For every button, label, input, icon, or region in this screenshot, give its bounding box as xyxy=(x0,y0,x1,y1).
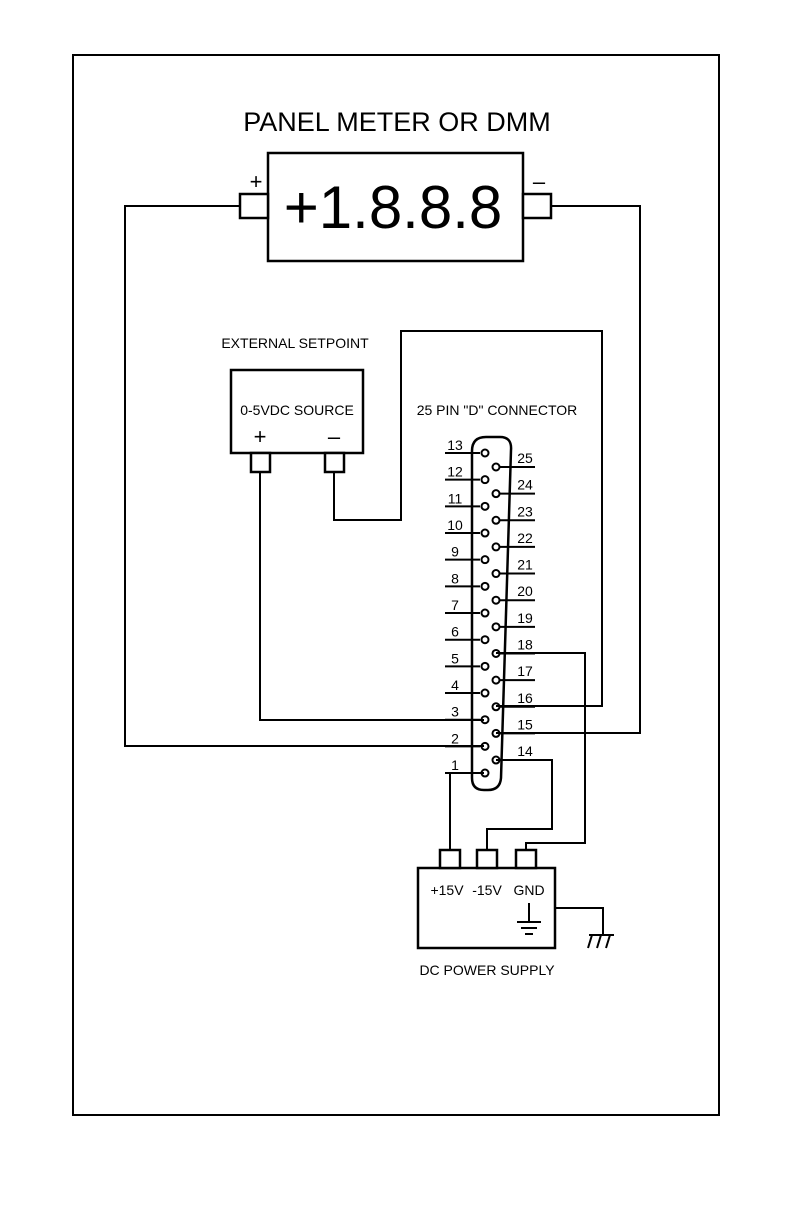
setpoint-minus-terminal xyxy=(325,453,344,472)
setpoint-source-label: 0-5VDC SOURCE xyxy=(240,402,354,418)
wire-setpoint-minus-to-pin16 xyxy=(334,331,602,706)
pin-dot-7 xyxy=(482,610,489,617)
pin-label-9: 9 xyxy=(451,544,459,560)
setpoint-minus-sign: – xyxy=(328,424,341,449)
setpoint-plus-sign: + xyxy=(254,424,267,449)
terminal-plus15v xyxy=(440,850,460,868)
pin-label-18: 18 xyxy=(517,636,533,652)
pin-label-21: 21 xyxy=(517,557,533,573)
pin-label-25: 25 xyxy=(517,450,533,466)
pin-label-7: 7 xyxy=(451,597,459,613)
pin-label-17: 17 xyxy=(517,663,533,679)
pin-label-6: 6 xyxy=(451,624,459,640)
pin-label-15: 15 xyxy=(517,716,533,732)
pin-label-12: 12 xyxy=(447,464,463,480)
connector-title: 25 PIN "D" CONNECTOR xyxy=(417,402,578,418)
pin-dot-17 xyxy=(493,677,500,684)
wire-meter-plus-to-pin2 xyxy=(125,206,484,746)
pin-label-5: 5 xyxy=(451,650,459,666)
setpoint-plus-terminal xyxy=(251,453,270,472)
pin-label-4: 4 xyxy=(451,677,459,693)
terminal-label-gnd: GND xyxy=(513,882,544,898)
pin-dot-20 xyxy=(493,597,500,604)
pin-label-19: 19 xyxy=(517,610,533,626)
meter-plus-terminal xyxy=(240,194,268,218)
pin-dot-24 xyxy=(493,490,500,497)
pin-label-2: 2 xyxy=(451,730,459,746)
pin-dot-9 xyxy=(482,556,489,563)
pin-dot-11 xyxy=(482,503,489,510)
pin-label-10: 10 xyxy=(447,517,463,533)
pin-label-13: 13 xyxy=(447,437,463,453)
pin-dot-4 xyxy=(482,690,489,697)
meter-display: +1.8.8.8 xyxy=(284,174,503,241)
terminal-label-plus15v: +15V xyxy=(430,882,464,898)
pin-label-16: 16 xyxy=(517,690,533,706)
pin-label-8: 8 xyxy=(451,570,459,586)
meter-plus-sign: + xyxy=(250,169,263,194)
power-supply-box xyxy=(418,868,555,948)
pin-dot-10 xyxy=(482,530,489,537)
terminal-minus15v xyxy=(477,850,497,868)
pin-dot-19 xyxy=(493,623,500,630)
terminal-gnd xyxy=(516,850,536,868)
pin-dot-12 xyxy=(482,476,489,483)
pin-dot-13 xyxy=(482,450,489,457)
meter-minus-sign: – xyxy=(533,169,546,194)
pin-label-23: 23 xyxy=(517,503,533,519)
pin-label-20: 20 xyxy=(517,583,533,599)
pin-label-22: 22 xyxy=(517,530,533,546)
setpoint-title: EXTERNAL SETPOINT xyxy=(221,335,369,351)
pin-dot-23 xyxy=(493,517,500,524)
pin-dot-22 xyxy=(493,543,500,550)
meter-minus-terminal xyxy=(523,194,551,218)
power-supply-title: DC POWER SUPPLY xyxy=(419,962,555,978)
pin-label-11: 11 xyxy=(448,490,463,506)
meter-title: PANEL METER OR DMM xyxy=(243,107,551,137)
pin-label-14: 14 xyxy=(517,743,533,759)
pin-label-1: 1 xyxy=(451,757,459,773)
pin-dot-6 xyxy=(482,636,489,643)
chassis-ground-icon xyxy=(555,908,614,948)
pin-dot-21 xyxy=(493,570,500,577)
pin-label-24: 24 xyxy=(517,477,533,493)
wire-pin18-to-gnd xyxy=(496,653,585,850)
pin-label-3: 3 xyxy=(451,704,459,720)
pin-dot-25 xyxy=(493,464,500,471)
terminal-label-minus15v: -15V xyxy=(472,882,502,898)
pin-dot-5 xyxy=(482,663,489,670)
pin-dot-8 xyxy=(482,583,489,590)
